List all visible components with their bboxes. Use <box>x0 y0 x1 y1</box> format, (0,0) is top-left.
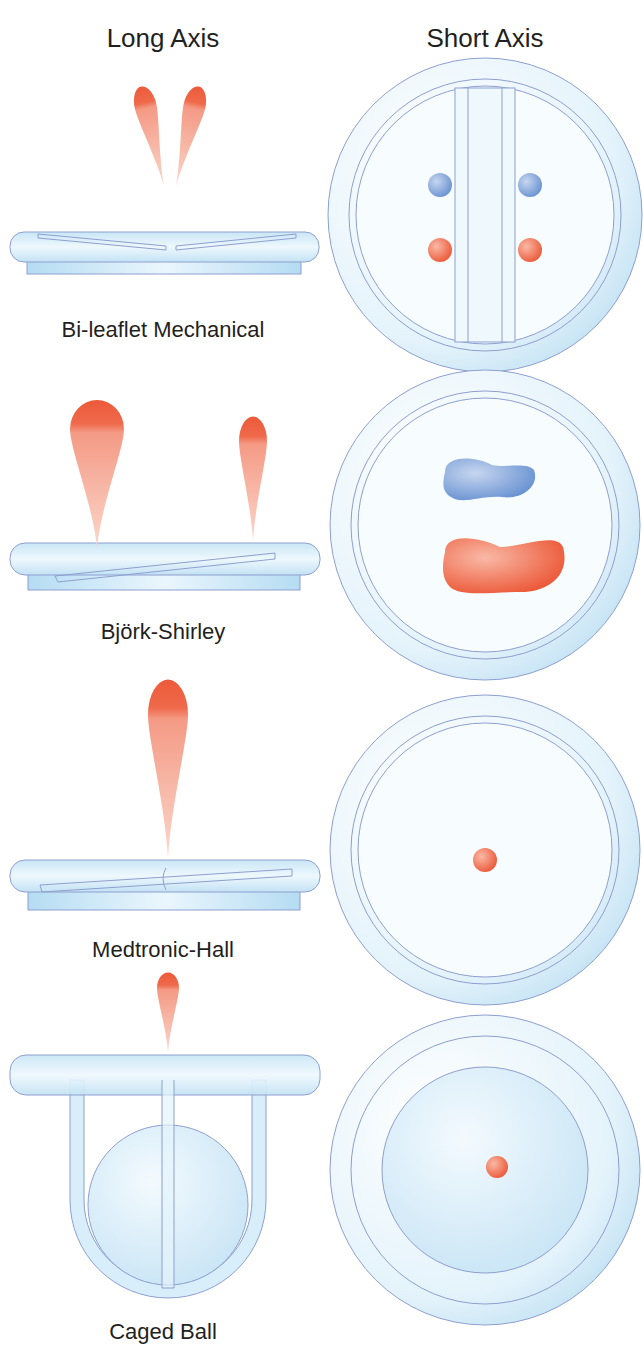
column-heading: Short Axis <box>426 23 543 54</box>
column-heading: Long Axis <box>107 23 220 54</box>
valve-name: Medtronic-Hall <box>92 937 234 963</box>
valve-name: Caged Ball <box>109 1319 217 1345</box>
valve-name: Björk-Shirley <box>101 619 226 645</box>
valve-name: Bi-leaflet Mechanical <box>62 317 265 343</box>
